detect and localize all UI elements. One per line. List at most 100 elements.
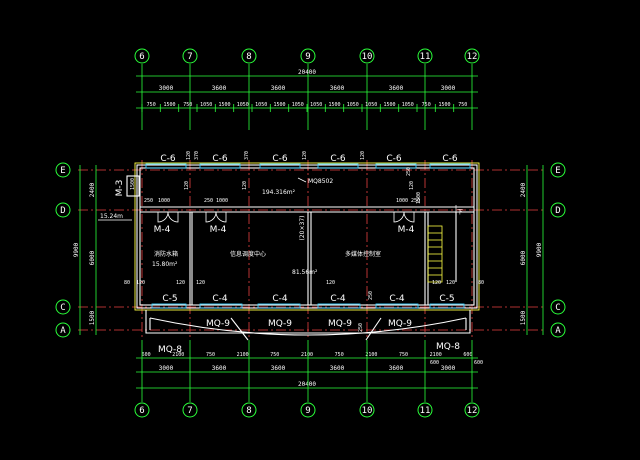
grid-bubbles-left: E D C A — [55, 162, 71, 338]
small-dim: 120 — [186, 151, 192, 160]
stair: 下 — [427, 205, 463, 283]
grid-bubble-6: 6 — [134, 48, 150, 64]
dim-bottom-span: 3600 — [212, 365, 227, 372]
svg-text:6: 6 — [139, 406, 144, 416]
dim-bottom-sub: 750 — [270, 352, 279, 358]
grid-bubble-10-bottom: 10 — [359, 402, 375, 418]
svg-text:12: 12 — [467, 406, 478, 416]
svg-text:11: 11 — [420, 52, 431, 62]
grid-bubble-11-bottom: 11 — [417, 402, 433, 418]
small-dim: 1500 — [130, 178, 136, 190]
svg-text:8: 8 — [246, 52, 251, 62]
svg-text:D: D — [60, 206, 65, 216]
small-dim: 370 — [194, 151, 200, 160]
curtain-wall-label: MQ-8 — [158, 345, 182, 355]
dim-bottom-span: 3600 — [330, 365, 345, 372]
dim-top-sub: 1050 — [237, 102, 249, 108]
small-dim: 250 — [368, 291, 374, 300]
svg-text:E: E — [555, 166, 560, 176]
dim-top-span: 3000 — [441, 85, 456, 92]
building-walls — [126, 162, 480, 341]
small-dim: 250 — [406, 167, 412, 176]
dim-right-seg: 2400 — [520, 182, 527, 197]
windows-bottom: C-5 C-4 C-4 C-4 C-4 C-5 — [151, 294, 465, 309]
svg-text:D: D — [555, 206, 560, 216]
dim-bottom-sub: 750 — [335, 352, 344, 358]
doors: M-4 M-4 M-4 M-3 — [115, 180, 415, 235]
grid-bubble-8-bottom: 8 — [241, 402, 257, 418]
dim-top-sub: 750 — [183, 102, 192, 108]
door-label-side: M-3 — [115, 180, 125, 197]
svg-text:9: 9 — [305, 52, 310, 62]
grid-bubble-A: A — [55, 322, 71, 338]
dim-top-span: 3600 — [212, 85, 227, 92]
small-dim: 80 — [124, 280, 130, 286]
curtain-wall-label: MQ-9 — [206, 319, 230, 329]
room-labels: 194.316m² MQ8502 消防水箱 15.80m² 信息调度中心 81.… — [98, 177, 381, 276]
svg-text:6: 6 — [139, 52, 144, 62]
dim-bottom-sub: 2100 — [301, 352, 313, 358]
window-label: C-4 — [272, 294, 288, 304]
level-tag: 15.24m — [100, 213, 123, 220]
grid-bubble-11: 11 — [417, 48, 433, 64]
dim-top-sub: 1500 — [273, 102, 285, 108]
corridor-tag: MQ8502 — [308, 178, 333, 185]
dim-bottom-sub: 2100 — [365, 352, 377, 358]
window-label: C-6 — [272, 154, 288, 164]
curtain-wall-labels: MQ-9 MQ-9 MQ-9 MQ-9 MQ-8 MQ-8 — [158, 319, 460, 355]
dim-left-total: 9900 — [73, 242, 80, 257]
door-label: M-4 — [154, 225, 171, 235]
grid-bubble-9-bottom: 9 — [300, 402, 316, 418]
grid-bubbles-right: E D C A — [550, 162, 566, 338]
small-dim: 120 — [196, 280, 205, 286]
window-label: C-4 — [212, 294, 228, 304]
window-label: C-6 — [386, 154, 402, 164]
room-center-name: 信息调度中心 — [230, 250, 266, 258]
window-label: C-4 — [389, 294, 405, 304]
dim-left-seg: 6000 — [89, 250, 96, 265]
dim-top-span: 3600 — [389, 85, 404, 92]
grid-bubble-8: 8 — [241, 48, 257, 64]
dim-top-span: 3000 — [159, 85, 174, 92]
small-dim: 120 — [176, 280, 185, 286]
door-dim: 1000 — [158, 198, 170, 204]
svg-text:7: 7 — [187, 52, 192, 62]
dim-top-sub: 1500 — [218, 102, 230, 108]
curtain-wall-label: MQ-9 — [328, 319, 352, 329]
curtain-wall-label: MQ-9 — [268, 319, 292, 329]
dim-left-seg: 1500 — [89, 310, 96, 325]
window-label: C-6 — [212, 154, 228, 164]
dim-top-sub: 750 — [458, 102, 467, 108]
dim-top-sub: 1050 — [200, 102, 212, 108]
svg-text:7: 7 — [187, 406, 192, 416]
grid-bubble-10: 10 — [359, 48, 375, 64]
small-dims: 120 370 370 120 120 250 120 120 120 80 1… — [124, 151, 484, 332]
dim-bottom-span: 3000 — [441, 365, 456, 372]
small-dim: 120 — [302, 151, 308, 160]
grid-bubble-A-right: A — [550, 322, 566, 338]
svg-text:10: 10 — [362, 52, 373, 62]
door-dim: 250 — [144, 198, 153, 204]
dim-bottom-sub: 750 — [206, 352, 215, 358]
dim-bottom-span: 3600 — [389, 365, 404, 372]
dim-bottom-total: 20400 — [298, 381, 316, 388]
dim-top-sub: 1050 — [402, 102, 414, 108]
small-dim: 120 — [432, 280, 441, 286]
grid-bubble-D-right: D — [550, 202, 566, 218]
dim-right-total: 9900 — [536, 242, 543, 257]
dim-top-sub: 1050 — [365, 102, 377, 108]
dim-top-sub: 1050 — [347, 102, 359, 108]
dim-right-seg: 6000 — [520, 250, 527, 265]
room-left-area: 15.80m² — [152, 261, 178, 268]
dim-bottom-sub: 600 — [142, 352, 151, 358]
dim-top-sub: 1050 — [255, 102, 267, 108]
small-dim: 80 — [478, 280, 484, 286]
dim-top-sub: 750 — [422, 102, 431, 108]
window-label: C-5 — [162, 294, 177, 304]
door-dim: 1000 — [396, 198, 408, 204]
dim-top-sub: 1050 — [292, 102, 304, 108]
door-dim: 1000 — [216, 198, 228, 204]
svg-text:8: 8 — [246, 406, 251, 416]
door-label: M-4 — [210, 225, 227, 235]
